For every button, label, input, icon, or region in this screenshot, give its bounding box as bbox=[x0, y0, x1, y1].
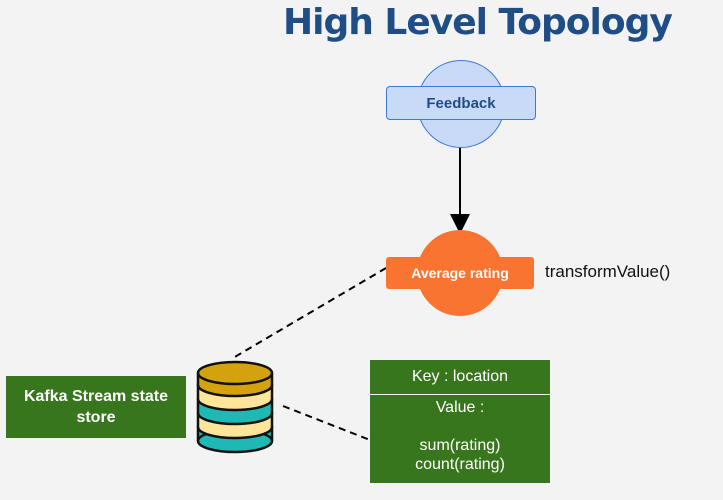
record-key-box: Key : location bbox=[370, 360, 550, 394]
database-icon bbox=[196, 360, 274, 454]
average-rating-node: Average rating bbox=[386, 257, 534, 289]
record-value-spacer bbox=[370, 417, 550, 436]
store-to-record-dashed-link bbox=[282, 405, 371, 441]
transform-value-annotation: transformValue() bbox=[545, 262, 671, 281]
average-to-store-dashed-link bbox=[232, 267, 387, 359]
feedback-node: Feedback bbox=[386, 86, 536, 120]
record-value-box: Value : sum(rating) count(rating) bbox=[370, 395, 550, 483]
state-store-label: Kafka Stream state store bbox=[6, 376, 186, 438]
record-value-count: count(rating) bbox=[415, 456, 505, 473]
record-value-sum: sum(rating) bbox=[419, 437, 501, 454]
record-value-label: Value : bbox=[435, 399, 485, 416]
page-title: High Level Topology bbox=[283, 2, 673, 43]
